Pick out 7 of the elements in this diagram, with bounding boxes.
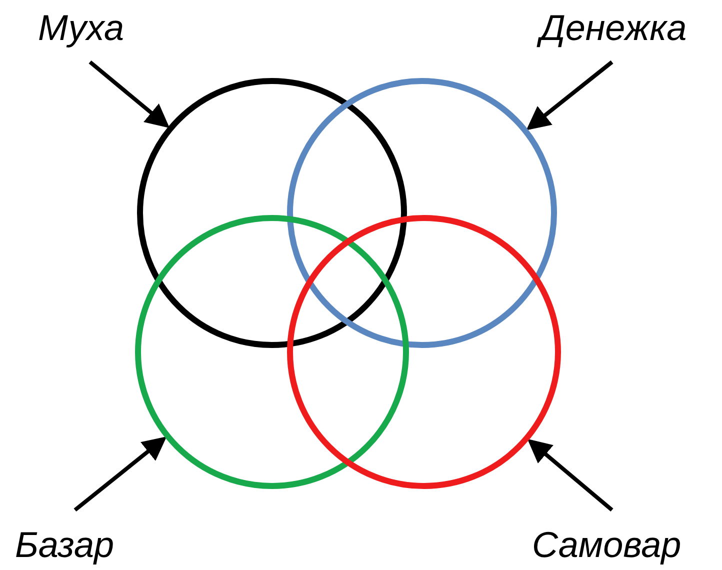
circle-label: Базар [15,525,114,565]
arrow [74,436,167,512]
circle-label: Муха [38,8,124,48]
circle-label: Самовар [532,525,682,565]
arrow [88,60,170,128]
arrow [527,438,614,512]
arrow [526,60,614,130]
